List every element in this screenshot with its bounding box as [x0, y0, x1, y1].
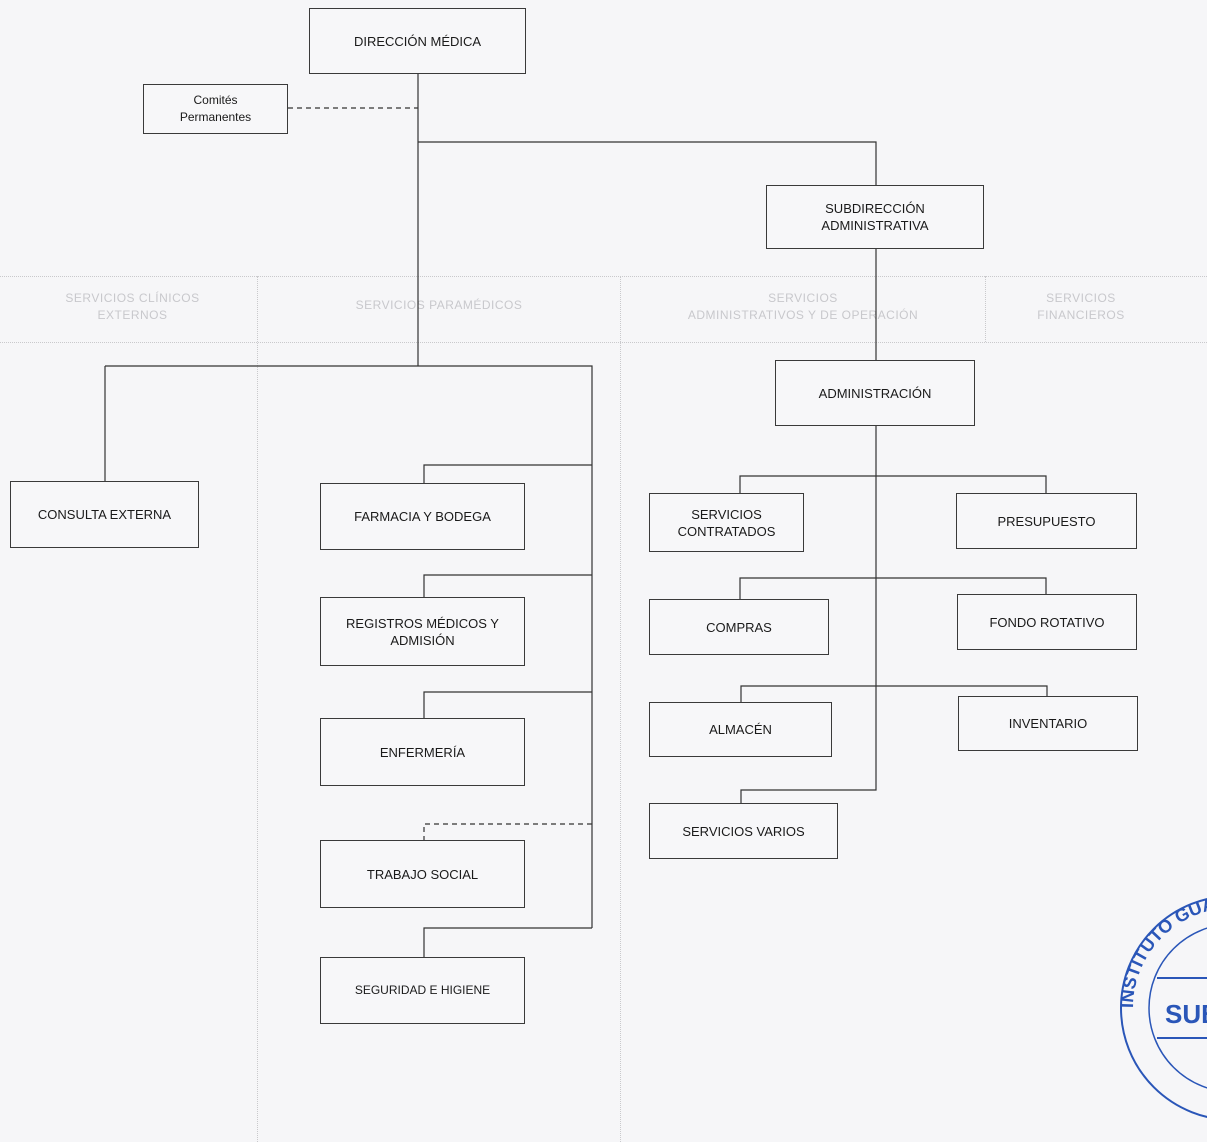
link-contratados-presupuesto [739, 475, 1047, 493]
box-almacen: ALMACÉN [649, 702, 832, 757]
link-trabajo-dashed [423, 823, 592, 840]
svg-text:SUB: SUB [1165, 999, 1207, 1029]
box-presupuesto: PRESUPUESTO [956, 493, 1137, 549]
bus-clinicos-paramedicos [105, 365, 593, 928]
lane-divider [985, 276, 986, 342]
box-servicios-varios: SERVICIOS VARIOS [649, 803, 838, 859]
link-seguridad [423, 927, 592, 957]
box-servicios-contratados: SERVICIOS CONTRATADOS [649, 493, 804, 552]
box-trabajo-social: TRABAJO SOCIAL [320, 840, 525, 908]
institutional-seal-stamp: INSTITUTO GUATEMALTECO SUB [1105, 878, 1207, 1118]
lane-divider [257, 276, 258, 1142]
link-subdireccion [418, 141, 877, 185]
box-seguridad-higiene: SEGURIDAD E HIGIENE [320, 957, 525, 1024]
box-farmacia-bodega: FARMACIA Y BODEGA [320, 483, 525, 550]
link-registros [423, 574, 592, 597]
lane-header-paramedicos: SERVICIOS PARAMÉDICOS [355, 298, 523, 312]
link-farmacia [423, 464, 592, 483]
lane-top-divider [0, 276, 1207, 277]
link-almacen-inventario [740, 685, 1048, 702]
lane-header-administrativos: SERVICIOS ADMINISTRATIVOS Y DE OPERACIÓN [687, 291, 919, 322]
box-registros-medicos: REGISTROS MÉDICOS Y ADMISIÓN [320, 597, 525, 666]
lane-header-financieros: SERVICIOS FINANCIEROS [1037, 291, 1125, 322]
box-compras: COMPRAS [649, 599, 829, 655]
box-subdireccion-administrativa: SUBDIRECCIÓN ADMINISTRATIVA [766, 185, 984, 249]
lane-header-divider [0, 342, 1207, 343]
link-compras-fondo [739, 577, 1047, 599]
box-fondo-rotativo: FONDO ROTATIVO [957, 594, 1137, 650]
box-consulta-externa: CONSULTA EXTERNA [10, 481, 199, 548]
box-comites-permanentes: Comités Permanentes [143, 84, 288, 134]
lane-header-clinicos: SERVICIOS CLÍNICOS EXTERNOS [65, 291, 200, 322]
box-enfermeria: ENFERMERÍA [320, 718, 525, 786]
svg-text:INSTITUTO GUATEMALTECO: INSTITUTO GUATEMALTECO [1105, 878, 1207, 1008]
link-enfermeria [423, 691, 592, 718]
box-direccion-medica: DIRECCIÓN MÉDICA [309, 8, 526, 74]
lane-divider [620, 276, 621, 1142]
box-inventario: INVENTARIO [958, 696, 1138, 751]
link-varios [740, 426, 877, 803]
box-administracion: ADMINISTRACIÓN [775, 360, 975, 426]
